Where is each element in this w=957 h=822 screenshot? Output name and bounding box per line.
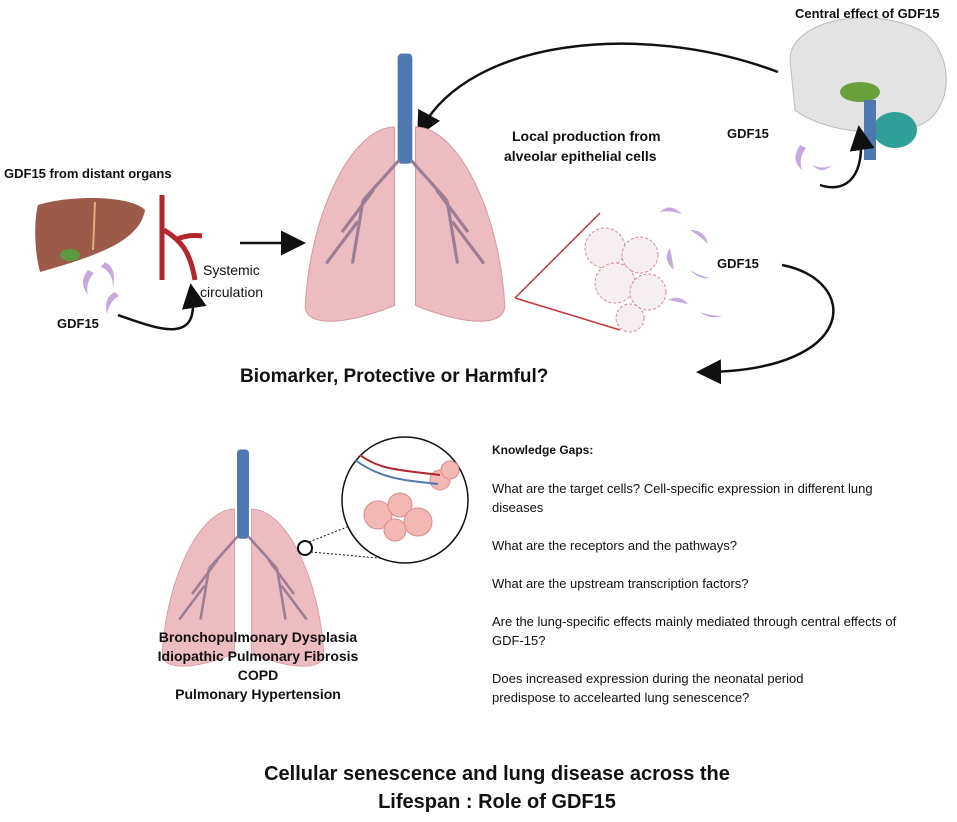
- knowledge-gaps: Knowledge Gaps: What are the target cell…: [492, 441, 932, 726]
- liver-illustration: [35, 198, 145, 272]
- gdf15-proteins-local: [660, 207, 722, 318]
- knowledge-gaps-heading: Knowledge Gaps:: [492, 443, 594, 457]
- gdf15-local-label: GDF15: [717, 256, 759, 271]
- gap-item: What are the upstream transcription fact…: [492, 576, 749, 591]
- distant-organs-label: GDF15 from distant organs: [4, 166, 172, 181]
- gdf15-liver-label: GDF15: [57, 316, 99, 331]
- lungs-illustration: [303, 51, 507, 323]
- disease-item: Bronchopulmonary Dysplasia: [158, 629, 358, 645]
- disease-item: COPD: [237, 667, 279, 683]
- blood-vessel-illustration: [159, 195, 203, 281]
- gap-item: What are the target cells? Cell-specific…: [492, 481, 873, 515]
- arrow-brain-to-lung: [417, 42, 779, 137]
- disease-list: Bronchopulmonary Dysplasia Idiopathic Pu…: [130, 628, 386, 704]
- central-effect-label: Central effect of GDF15: [795, 6, 940, 21]
- question-heading: Biomarker, Protective or Harmful?: [240, 366, 549, 387]
- figure-title: Cellular senescence and lung disease acr…: [150, 760, 844, 816]
- arrow-gdf15-to-brain: [819, 125, 875, 189]
- systemic-label-1: Systemic: [203, 262, 260, 278]
- gap-item: What are the receptors and the pathways?: [492, 538, 737, 553]
- brain-illustration: [789, 17, 947, 160]
- disease-item: Idiopathic Pulmonary Fibrosis: [157, 648, 359, 664]
- title-line-2: Lifespan : Role of GDF15: [378, 791, 616, 813]
- local-production-label-1: Local production from: [512, 128, 661, 144]
- gap-item: Are the lung-specific effects mainly med…: [492, 614, 897, 648]
- gap-item: Does increased expression during the neo…: [492, 671, 804, 705]
- local-production-label-2: alveolar epithelial cells: [504, 148, 657, 164]
- alveolar-cells: [584, 227, 667, 333]
- title-line-1: Cellular senescence and lung disease acr…: [264, 763, 730, 785]
- gdf15-brain-label: GDF15: [727, 126, 769, 141]
- disease-item: Pulmonary Hypertension: [175, 686, 341, 702]
- systemic-label-2: circulation: [200, 284, 264, 300]
